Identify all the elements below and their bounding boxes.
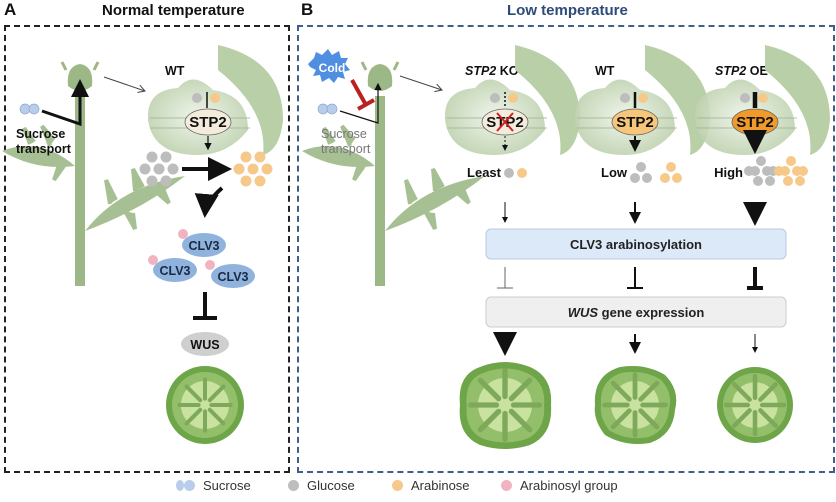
- arabinose-dot: [672, 173, 682, 183]
- tomato-slice-2: [717, 367, 793, 443]
- zoom-arrow-a: [103, 76, 145, 91]
- stp2-transporter-1: [611, 108, 659, 136]
- tomato-slice-0: [459, 362, 552, 449]
- glucose-icon: [288, 480, 299, 491]
- stp2-label-2: STP2: [736, 114, 774, 131]
- clv3-label-2: CLV3: [159, 264, 190, 278]
- stp2-label-1: STP2: [616, 114, 654, 131]
- clv3-group-a: CLV3 CLV3 CLV3: [148, 229, 255, 288]
- arabinose-dot-2: [758, 93, 768, 103]
- arabinose-dot: [774, 166, 784, 176]
- sucrose-transport-label-b-2: transport: [321, 142, 371, 156]
- glucose-dot: [642, 173, 652, 183]
- arabinose-dot: [660, 173, 670, 183]
- level-label-2: High: [714, 165, 743, 180]
- legend-label-sucrose: Sucrose: [203, 478, 251, 493]
- sucrose-transport-arrow-a: [41, 79, 89, 127]
- sucrose-transport-label-a: Sucrose: [16, 127, 65, 141]
- arabinose-dot: [795, 176, 805, 186]
- clv3-label-1: CLV3: [188, 239, 219, 253]
- panel-a-letter: A: [4, 0, 17, 19]
- legend-item-sucrose: Sucrose: [176, 478, 251, 493]
- sucrose-molecule-b: [317, 103, 338, 115]
- cold-inhibition-symbol: [350, 79, 375, 111]
- level-label-1: Low: [601, 165, 628, 180]
- panel-b-letter: B: [301, 0, 314, 19]
- arabinose-dot: [666, 162, 676, 172]
- glucose-dot: [636, 162, 646, 172]
- genotype-label-1: WT: [595, 64, 615, 78]
- arabinose-dot-1: [638, 93, 648, 103]
- wus-label-a: WUS: [190, 338, 219, 352]
- genotype-label-2: STP2 OE: [715, 64, 768, 78]
- ko-cross-icon-2: [496, 112, 514, 132]
- arabinosylation-arrow-a: [194, 186, 224, 218]
- level-label-0: Least: [467, 165, 502, 180]
- sucrose-transport-label-b: Sucrose: [321, 127, 367, 141]
- wus-italic: WUS: [568, 305, 599, 320]
- glucose-cluster-a: [139, 151, 179, 187]
- panel-a-title: Normal temperature: [102, 2, 245, 19]
- glucose-dot: [744, 166, 754, 176]
- wus-expression-box: [485, 296, 787, 328]
- glucose-dot-2: [740, 93, 750, 103]
- sucrose-transport-arrow-b: [339, 82, 382, 124]
- cold-burst: Cold: [308, 49, 350, 83]
- glucose-dot: [765, 176, 775, 186]
- glucose-dot-1: [620, 93, 630, 103]
- glucose-dot: [630, 173, 640, 183]
- clv3-arabinosylation-box: [485, 228, 787, 260]
- arabinose-dot: [783, 176, 793, 186]
- arabinose-dot: [517, 168, 527, 178]
- tomato-slice-a: [166, 366, 244, 444]
- clv3-label-3: CLV3: [217, 270, 248, 284]
- arabinose-dot: [210, 93, 220, 103]
- genotype-label-a: WT: [165, 64, 185, 78]
- glucose-dot: [192, 93, 202, 103]
- legend-label-arabinosyl-group: Arabinosyl group: [520, 478, 618, 493]
- glucose-dot: [504, 168, 514, 178]
- clv3-arabinosylation-label: CLV3 arabinosylation: [570, 237, 702, 252]
- wus-ellipse-a: [181, 332, 229, 356]
- wus-suffix: gene expression: [598, 305, 704, 320]
- sucrose-icon: [176, 480, 184, 491]
- glucose-dot: [753, 176, 763, 186]
- glucose-dot: [756, 156, 766, 166]
- panel-b-title: Low temperature: [507, 2, 628, 19]
- sucrose-transport-label-a-2: transport: [16, 142, 72, 156]
- arabinose-dot: [798, 166, 808, 176]
- arabinose-dot: [786, 156, 796, 166]
- panel-b-frame: [297, 25, 835, 473]
- arabinose-cluster-a: [233, 151, 273, 187]
- panel-a-frame: [4, 25, 290, 473]
- glucose-dot-0: [490, 93, 500, 103]
- legend-item-arabinose: Arabinose: [392, 478, 470, 493]
- stp2-label-a: STP2: [189, 114, 227, 131]
- stp2-transporter-a: [184, 108, 232, 136]
- sucrose-icon-2: [184, 480, 195, 491]
- arabinose-icon: [392, 480, 403, 491]
- legend: Sucrose Glucose Arabinose Arabinosyl gro…: [0, 478, 836, 500]
- legend-label-arabinose: Arabinose: [411, 478, 470, 493]
- zoom-arrow-b: [399, 75, 442, 90]
- legend-item-arabinosyl-group: Arabinosyl group: [501, 478, 618, 493]
- arabinosyl-group-icon: [501, 480, 512, 491]
- genotype-label-0: STP2 KO: [465, 64, 519, 78]
- legend-label-glucose: Glucose: [307, 478, 355, 493]
- inhibition-symbol-a: [193, 292, 217, 320]
- tomato-slice-1: [594, 366, 677, 444]
- sucrose-molecule-a: [19, 103, 40, 115]
- arabinose-dot-0: [508, 93, 518, 103]
- legend-item-glucose: Glucose: [288, 478, 355, 493]
- cold-label: Cold: [319, 61, 346, 75]
- wus-expression-label: WUS gene expression: [568, 305, 705, 320]
